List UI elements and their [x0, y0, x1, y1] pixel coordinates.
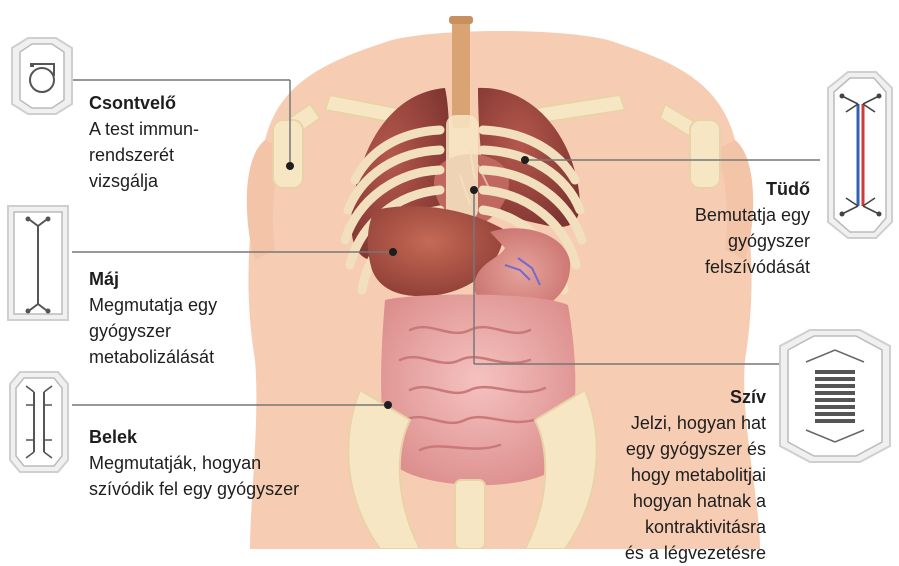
heart-chip-icon — [780, 330, 890, 462]
heart-label: Szív Jelzi, hogyan hat egy gyógyszer és … — [585, 384, 766, 566]
sternum — [446, 115, 478, 220]
bone-marrow-label: Csontvelő A test immun- rendszerét vizsg… — [89, 90, 289, 194]
intestine-description: Megmutatják, hogyan szívódik fel egy gyó… — [89, 450, 389, 502]
liver-description: Megmutatja egy gyógyszer metabolizálását — [89, 292, 319, 370]
trachea — [452, 18, 470, 128]
lung-description: Bemutatja egy gyógyszer felszívódását — [600, 202, 810, 280]
heart-title: Szív — [585, 384, 766, 410]
lung-label: Tüdő Bemutatja egy gyógyszer felszívódás… — [600, 176, 810, 280]
bone-marrow-chip-icon — [12, 38, 72, 114]
lung-chip-icon — [828, 72, 892, 238]
liver-label: Máj Megmutatja egy gyógyszer metabolizál… — [89, 266, 319, 370]
bone-marrow-description: A test immun- rendszerét vizsgálja — [89, 116, 289, 194]
intestine-chip-icon — [10, 372, 68, 472]
liver-chip-icon — [8, 206, 68, 320]
intestine-label: Belek Megmutatják, hogyan szívódik fel e… — [89, 424, 389, 502]
intestine-title: Belek — [89, 424, 389, 450]
bone-marrow-title: Csontvelő — [89, 90, 289, 116]
lung-title: Tüdő — [600, 176, 810, 202]
liver-title: Máj — [89, 266, 319, 292]
heart-description: Jelzi, hogyan hat egy gyógyszer és hogy … — [585, 410, 766, 566]
